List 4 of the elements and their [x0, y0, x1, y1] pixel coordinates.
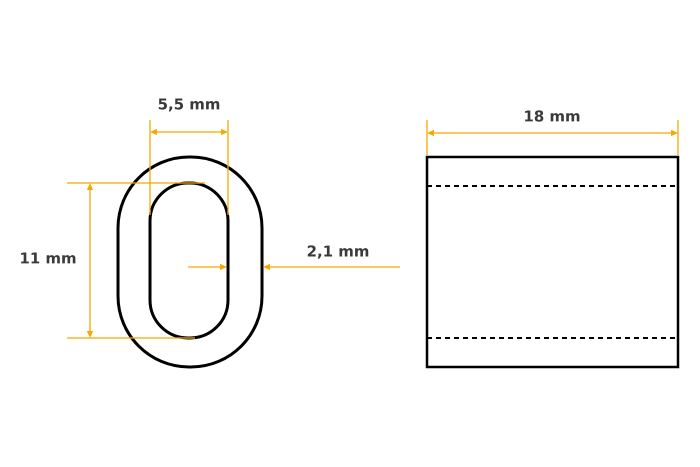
dimension-label: 5,5 mm	[158, 98, 220, 112]
dimension-label: 2,1 mm	[308, 245, 368, 259]
dimension-label: 11 mm	[21, 252, 76, 264]
dimension-label: 18 mm	[525, 110, 580, 122]
